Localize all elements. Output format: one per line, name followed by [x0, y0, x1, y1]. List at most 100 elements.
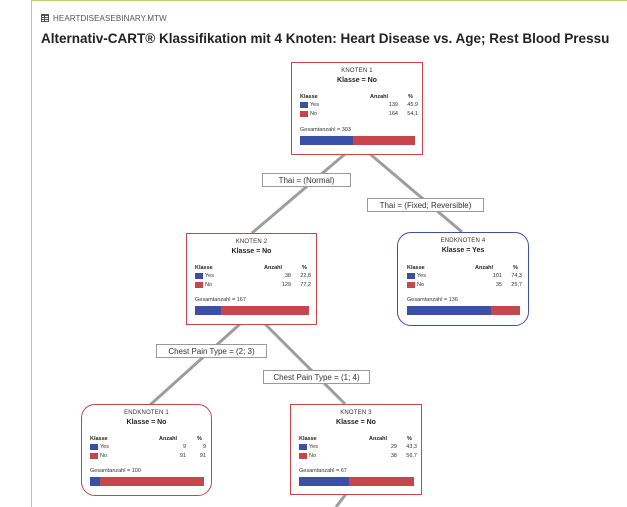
header-count: Anzahl	[369, 436, 388, 442]
row-label-yes: Yes	[309, 444, 318, 450]
terminal-node-4[interactable]: ENDKNOTEN 4 Klasse = Yes Klasse Anzahl %…	[397, 232, 529, 326]
row-count-yes: 9	[182, 444, 186, 450]
class-bar-no	[352, 136, 415, 145]
class-bar-yes	[90, 477, 101, 486]
row-count-yes: 38	[284, 273, 291, 279]
row-pct-yes: 45,9	[407, 102, 418, 108]
row-pct-yes: 22,8	[300, 273, 311, 279]
row-pct-no: 77,2	[300, 282, 311, 288]
tree-node-3[interactable]: KNOTEN 3 Klasse = No Klasse Anzahl % Yes…	[290, 404, 422, 495]
node-title: KNOTEN 1	[341, 68, 373, 74]
row-count-no: 91	[179, 453, 186, 459]
row-label-no: No	[417, 282, 425, 288]
row-label-yes: Yes	[205, 273, 214, 279]
class-bar-yes	[299, 477, 349, 486]
class-bar-no	[490, 306, 520, 315]
terminal-node-1[interactable]: ENDKNOTEN 1 Klasse = No Klasse Anzahl % …	[81, 404, 212, 496]
row-label-no: No	[309, 453, 317, 459]
header-class: Klasse	[407, 265, 425, 271]
class-bar	[300, 136, 415, 145]
no-swatch	[90, 453, 98, 459]
row-pct-no: 25,7	[511, 282, 522, 288]
tree-node-1[interactable]: KNOTEN 1 Klasse = No Klasse Anzahl % Yes…	[291, 62, 423, 155]
header-count: Anzahl	[159, 436, 178, 442]
split-label-thal-normal[interactable]: Thai = (Normal)	[262, 173, 351, 187]
class-bar	[90, 477, 204, 486]
node-class: Klasse = Yes	[441, 247, 485, 254]
row-label-yes: Yes	[100, 444, 109, 450]
class-bar-no	[348, 477, 414, 486]
row-count-yes: 29	[390, 444, 397, 450]
class-bar	[407, 306, 520, 315]
class-bar	[195, 306, 309, 315]
node-total: Gesamtanzahl = 167	[195, 297, 246, 303]
row-label-yes: Yes	[310, 102, 319, 108]
split-label-chest-pain-2-3[interactable]: Chest Pain Type = (2; 3)	[156, 344, 267, 358]
worksheet-label[interactable]: HEARTDISEASEBINARY.MTW	[41, 12, 167, 24]
yes-swatch	[300, 102, 308, 108]
split-label-thal-fixed-reversible[interactable]: Thai = (Fixed; Reversible)	[367, 198, 484, 212]
header-pct: %	[197, 436, 202, 442]
row-pct-no: 91	[199, 453, 206, 459]
row-label-no: No	[205, 282, 213, 288]
no-swatch	[299, 453, 307, 459]
node-title: ENDKNOTEN 4	[440, 238, 486, 244]
node-class: Klasse = No	[337, 77, 377, 84]
worksheet-grid-icon	[41, 14, 49, 22]
split-label-chest-pain-1-4[interactable]: Chest Pain Type = (1; 4)	[263, 370, 370, 384]
no-swatch	[195, 282, 203, 288]
yes-swatch	[195, 273, 203, 279]
node-class: Klasse = No	[231, 248, 272, 255]
node-total: Gesamtanzahl = 136	[407, 297, 458, 303]
header-class: Klasse	[90, 436, 108, 442]
class-bar-no	[100, 477, 204, 486]
row-count-yes: 139	[388, 102, 398, 108]
header-count: Anzahl	[475, 265, 494, 271]
class-bar-no	[220, 306, 309, 315]
node-total: Gesamtanzahl = 67	[299, 468, 347, 474]
row-pct-yes: 9	[202, 444, 206, 450]
header-count: Anzahl	[264, 265, 283, 271]
header-pct: %	[408, 94, 413, 100]
no-swatch	[407, 282, 415, 288]
edge-k2-k3	[263, 322, 347, 406]
row-count-no: 129	[281, 282, 291, 288]
node-total: Gesamtanzahl = 100	[90, 468, 141, 474]
edge-k3-below	[334, 493, 348, 507]
row-label-yes: Yes	[417, 273, 426, 279]
class-bar-yes	[407, 306, 491, 315]
header-count: Anzahl	[370, 94, 389, 100]
row-pct-yes: 74,3	[511, 273, 522, 279]
node-title: KNOTEN 2	[235, 239, 268, 245]
class-bar	[299, 477, 414, 486]
no-swatch	[300, 111, 308, 117]
header-class: Klasse	[195, 265, 213, 271]
edge-k2-e1	[148, 322, 242, 407]
row-pct-yes: 43,3	[406, 444, 417, 450]
yes-swatch	[407, 273, 415, 279]
worksheet-name: HEARTDISEASEBINARY.MTW	[53, 13, 167, 23]
class-bar-yes	[195, 306, 221, 315]
output-title: Alternativ-CART® Klassifikation mit 4 Kn…	[41, 31, 610, 46]
header-class: Klasse	[299, 436, 317, 442]
class-bar-yes	[300, 136, 353, 145]
tree-node-2[interactable]: KNOTEN 2 Klasse = No Klasse Anzahl % Yes…	[186, 233, 317, 325]
header-class: Klasse	[300, 94, 318, 100]
row-pct-no: 56,7	[406, 453, 417, 459]
yes-swatch	[299, 444, 307, 450]
header-pct: %	[407, 436, 412, 442]
node-title: ENDKNOTEN 1	[124, 410, 169, 416]
edge-k1-k2	[251, 152, 346, 235]
header-pct: %	[302, 265, 307, 271]
yes-swatch	[90, 444, 98, 450]
row-count-no: 38	[390, 453, 397, 459]
row-label-no: No	[310, 111, 318, 117]
node-total: Gesamtanzahl = 303	[300, 127, 351, 133]
row-count-no: 164	[388, 111, 398, 117]
row-label-no: No	[100, 453, 108, 459]
edge-k1-e4	[369, 152, 463, 234]
header-pct: %	[513, 265, 518, 271]
node-title: KNOTEN 3	[340, 410, 372, 416]
row-count-yes: 101	[492, 273, 502, 279]
